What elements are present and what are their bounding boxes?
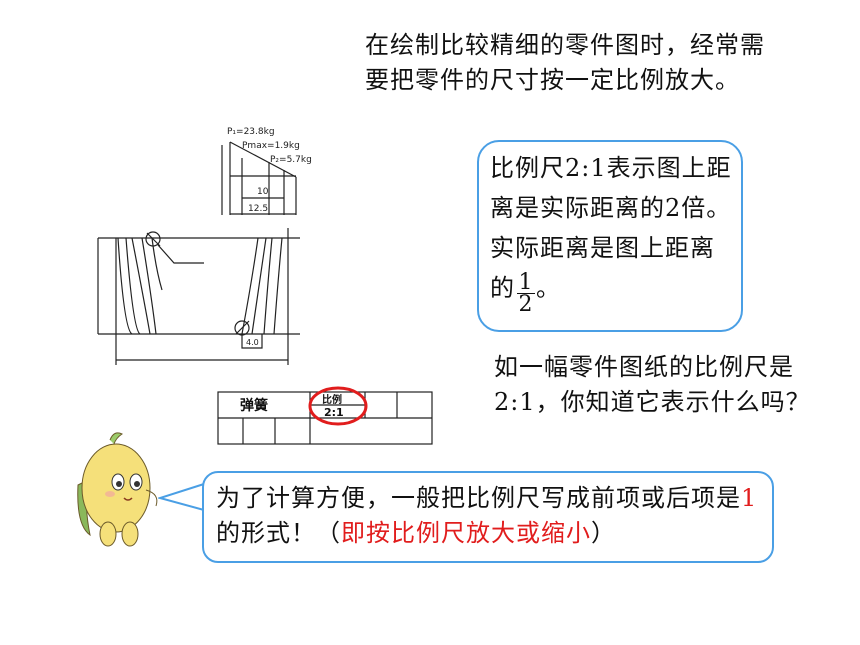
coil-left-3 [131,237,151,335]
coil-left-5 [151,237,163,291]
intro-paragraph: 在绘制比较精细的零件图时，经常需要把零件的尺寸按一定比例放大。 [365,31,765,94]
spring-part-drawing: P₁=23.8kg Pmax=1.9kg P₂=5.7kg 10 12.5 4.… [97,127,433,445]
mascot-speech-bubble: 为了计算方便，一般把比例尺写成前项或后项是1 的形式！（即按比例尺放大或缩小） [202,471,774,563]
coil-right-1 [241,237,259,335]
coil-right-2 [251,237,267,335]
scale-label-text: 比例 [322,393,342,406]
scale-highlight-circle [308,386,368,426]
mascot-face [105,473,143,501]
coil-right-4 [273,237,283,335]
dim-4-text: 4.0 [246,338,259,347]
section-hatch-top [146,232,161,247]
explanation-text-end: 。 [536,274,561,302]
speech-part-2: 的形式！（ [216,519,341,547]
label-p1: P₁=23.8kg [227,127,275,137]
question-paragraph: 如一幅零件图纸的比例尺是2:1，你知道它表示什么吗？ [494,353,811,416]
label-p2: P₂=5.7kg [270,155,312,165]
speech-bubble-tail [158,483,205,511]
speech-highlight-number: 1 [741,484,758,512]
speech-red-note: 即按比例尺放大或缩小 [341,519,591,547]
scale-value-text: 2:1 [324,406,344,419]
explanation-text-main: 比例尺2:1表示图上距离是实际距离的2倍。实际距离是图上距离的 [490,154,732,302]
mascot-sprout-icon [109,432,123,445]
dim-box-4 [241,334,263,349]
dim-12-5-text: 12.5 [248,204,268,214]
speech-part-1: 为了计算方便，一般把比例尺写成前项或后项是 [216,484,741,512]
label-pmax: Pmax=1.9kg [242,141,300,151]
coil-left-2 [125,237,141,335]
fraction-denominator: 2 [518,292,534,317]
dim-10-text: 10 [257,187,269,197]
coil-right-3 [263,237,273,335]
mascot-character [77,432,158,547]
section-hatch-bottom [235,320,250,335]
fraction-numerator: 1 [517,270,535,295]
mascot-arm [145,489,158,507]
leader-line [157,244,204,264]
coil-section-top [145,231,161,247]
coil-left-4 [141,237,157,335]
speech-text: 为了计算方便，一般把比例尺写成前项或后项是1 的形式！（即按比例尺放大或缩小） [216,481,776,551]
mascot-leg-left [99,521,117,547]
speech-part-3: ） [591,519,616,547]
mascot-leg-right [121,521,139,547]
title-cell-text: 弹簧 [240,397,268,414]
load-line [229,141,297,178]
coil-left-1 [117,237,133,335]
